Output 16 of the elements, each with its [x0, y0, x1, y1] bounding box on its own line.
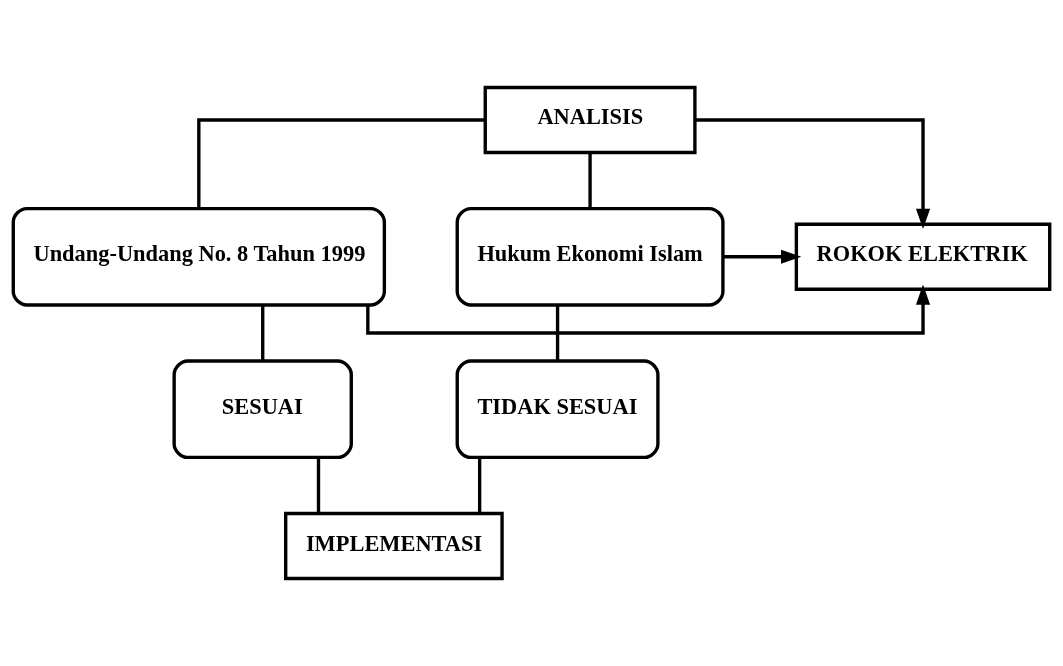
connector: [588, 152, 592, 209]
arrow: [723, 249, 802, 264]
node-box: ANALISIS: [483, 85, 697, 155]
connector: [477, 457, 482, 514]
node-box: Undang-Undang No. 8 Tahun 1999: [11, 206, 387, 307]
node-box: IMPLEMENTASI: [284, 511, 504, 581]
arrow: [695, 118, 931, 230]
connector: [197, 118, 486, 209]
connector: [555, 305, 560, 361]
node-box: Hukum Ekonomi Islam: [455, 206, 725, 307]
node-box: SESUAI: [172, 359, 353, 460]
connector: [261, 305, 265, 361]
node-box: ROKOK ELEKTRIK: [794, 222, 1052, 291]
arrow: [366, 284, 931, 335]
connector: [316, 457, 321, 514]
node-box: TIDAK SESUAI: [455, 359, 660, 460]
